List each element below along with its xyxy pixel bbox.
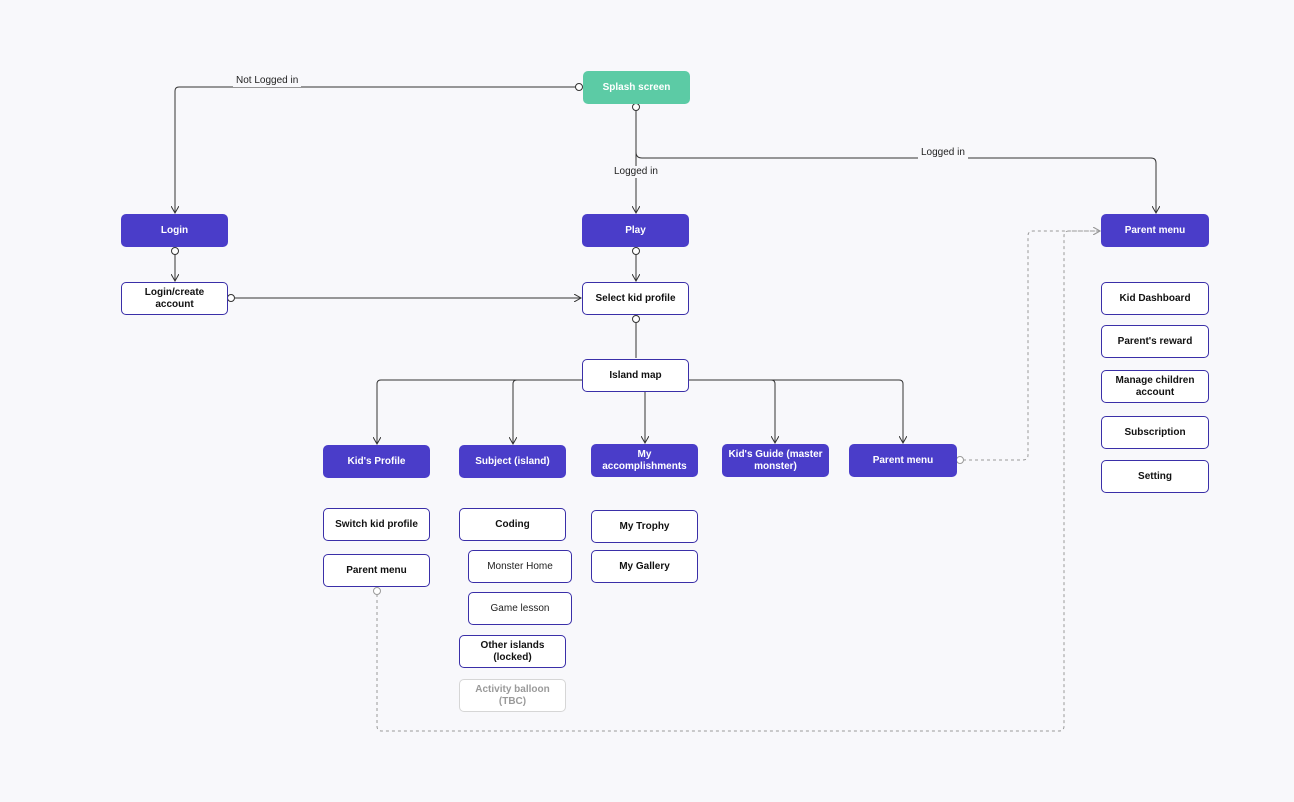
node-my-trophy[interactable]: My Trophy (591, 510, 698, 543)
node-label: Switch kid profile (335, 518, 418, 530)
node-label: Play (625, 224, 646, 236)
node-kids-guide[interactable]: Kid's Guide (master monster) (722, 444, 829, 477)
node-parent-menu-top[interactable]: Parent menu (1101, 214, 1209, 247)
edge-parentmid-parenttop (963, 231, 1100, 461)
node-label: Select kid profile (595, 292, 676, 304)
port-splash-left (575, 83, 583, 91)
node-label: Parent's reward (1117, 335, 1193, 347)
node-label: Game lesson (490, 602, 550, 614)
node-manage-children-account[interactable]: Manage children account (1101, 370, 1209, 403)
node-label: Monster Home (487, 560, 553, 572)
node-my-gallery[interactable]: My Gallery (591, 550, 698, 583)
label-logged-in-parent: Logged in (918, 147, 968, 159)
node-label: My Trophy (619, 520, 670, 532)
edge-island-parent (689, 379, 903, 443)
label-not-logged-in: Not Logged in (233, 75, 302, 87)
node-label: Kid Dashboard (1119, 292, 1191, 304)
node-label: My Gallery (619, 560, 670, 572)
port-select-bottom (632, 315, 640, 323)
node-label: Subject (island) (475, 455, 550, 467)
node-island-map[interactable]: Island map (582, 359, 689, 392)
node-game-lesson[interactable]: Game lesson (468, 592, 572, 625)
node-activity-balloon[interactable]: Activity balloon (TBC) (459, 679, 566, 712)
node-label: Login (160, 224, 189, 236)
edge-island-kidsprofile (377, 379, 582, 444)
node-parent-menu-sub[interactable]: Parent menu (323, 554, 430, 587)
node-select-kid-profile[interactable]: Select kid profile (582, 282, 689, 315)
edge-island-guide (689, 379, 775, 443)
node-other-islands[interactable]: Other islands (locked) (459, 635, 566, 668)
node-play[interactable]: Play (582, 214, 689, 247)
edge-splash-login (175, 86, 579, 213)
node-login-create-account[interactable]: Login/create account (121, 282, 228, 315)
node-kids-profile[interactable]: Kid's Profile (323, 445, 430, 478)
node-label: Setting (1138, 470, 1172, 482)
port-play-bottom (632, 247, 640, 255)
node-my-accomplishments[interactable]: My accomplishments (591, 444, 698, 477)
node-label: My accomplishments (602, 448, 687, 472)
node-kid-dashboard[interactable]: Kid Dashboard (1101, 282, 1209, 315)
node-label: Activity balloon (TBC) (475, 683, 550, 707)
node-label: Kid's Guide (master monster) (728, 448, 823, 472)
node-label: Kid's Profile (347, 455, 406, 467)
label-logged-in-play: Logged in (611, 166, 661, 178)
node-label: Splash screen (602, 81, 671, 93)
node-label: Parent menu (1124, 224, 1186, 236)
node-monster-home[interactable]: Monster Home (468, 550, 572, 583)
node-splash-screen[interactable]: Splash screen (583, 71, 690, 104)
node-coding[interactable]: Coding (459, 508, 566, 541)
edge-splash-parent (635, 151, 1156, 213)
node-label: Manage children account (1115, 374, 1195, 398)
node-label: Subscription (1124, 426, 1186, 438)
node-label: Coding (495, 518, 530, 530)
node-subject-island[interactable]: Subject (island) (459, 445, 566, 478)
port-login-bottom (171, 247, 179, 255)
port-splash-bottom (632, 103, 640, 111)
port-parentmid-right (956, 456, 964, 464)
node-parents-reward[interactable]: Parent's reward (1101, 325, 1209, 358)
node-label: Island map (609, 369, 662, 381)
node-parent-menu-mid[interactable]: Parent menu (849, 444, 957, 477)
node-login[interactable]: Login (121, 214, 228, 247)
node-switch-kid-profile[interactable]: Switch kid profile (323, 508, 430, 541)
node-label: Other islands (locked) (480, 639, 545, 663)
node-subscription[interactable]: Subscription (1101, 416, 1209, 449)
node-setting[interactable]: Setting (1101, 460, 1209, 493)
node-label: Login/create account (144, 286, 205, 310)
port-create-right (227, 294, 235, 302)
node-label: Parent menu (872, 454, 934, 466)
edge-island-subject (513, 379, 582, 444)
node-label: Parent menu (346, 564, 407, 576)
port-parentsub-bottom (373, 587, 381, 595)
